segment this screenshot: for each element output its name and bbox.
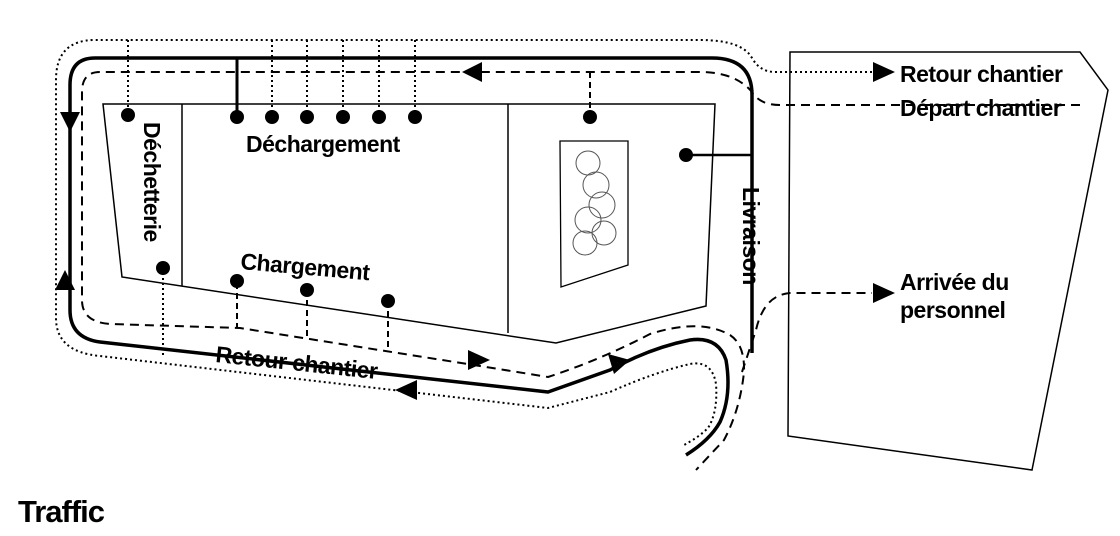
arrivee-route-dashed (741, 292, 872, 373)
label-arrivee-line1: Arrivée du (900, 269, 1009, 295)
depart-route-dashed (81, 71, 1080, 471)
arrow-curve (608, 354, 630, 374)
arrow-retour-bottom (395, 380, 417, 400)
label-arrivee-line2: personnel (900, 297, 1005, 323)
decharge-dotted-feeders (127, 40, 416, 356)
direction-arrows (55, 62, 895, 400)
arrow-top-left (462, 62, 482, 82)
trees (572, 150, 617, 256)
neighbour-parcel (787, 51, 1109, 471)
figure-caption: Traffic (18, 494, 105, 529)
label-chargement: Chargement (240, 248, 372, 285)
label-dechetterie: Déchetterie (139, 122, 165, 242)
arrow-left-down (60, 112, 80, 132)
tree-planter (559, 140, 629, 288)
arrow-arrivee (873, 283, 895, 303)
retour-route-dotted (55, 39, 872, 447)
stop-dots (121, 108, 693, 308)
label-retour-haut: Retour chantier (900, 61, 1063, 87)
label-livraison: Livraison (738, 187, 764, 285)
building-outline (102, 103, 716, 344)
arrow-left-up (55, 270, 75, 290)
label-depart: Départ chantier (900, 95, 1062, 121)
label-dechargement: Déchargement (246, 131, 401, 157)
arrow-bottom-right (468, 350, 490, 370)
arrow-retour-haut (873, 62, 895, 82)
label-retour-bas: Retour chantier (214, 341, 379, 384)
